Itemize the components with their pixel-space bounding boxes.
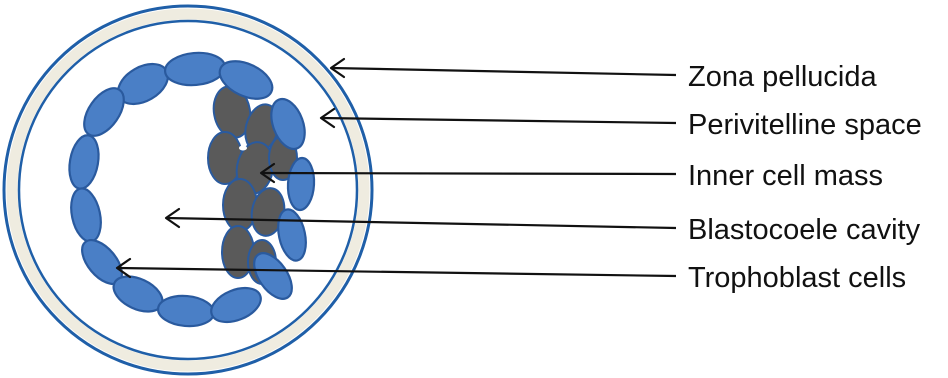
- labels: Zona pellucida Perivitelline space Inner…: [688, 61, 922, 294]
- arrow-inner-cell-mass: [261, 173, 676, 174]
- label-perivitelline-space: Perivitelline space: [688, 109, 922, 141]
- arrow-zona-pellucida: [331, 68, 676, 75]
- inner-cell-highlight: [239, 146, 247, 151]
- label-trophoblast-cells: Trophoblast cells: [688, 262, 906, 294]
- arrow-perivitelline-space: [321, 118, 676, 123]
- label-blastocoele-cavity: Blastocoele cavity: [688, 214, 921, 246]
- label-zona-pellucida: Zona pellucida: [688, 61, 877, 93]
- label-inner-cell-mass: Inner cell mass: [688, 160, 883, 192]
